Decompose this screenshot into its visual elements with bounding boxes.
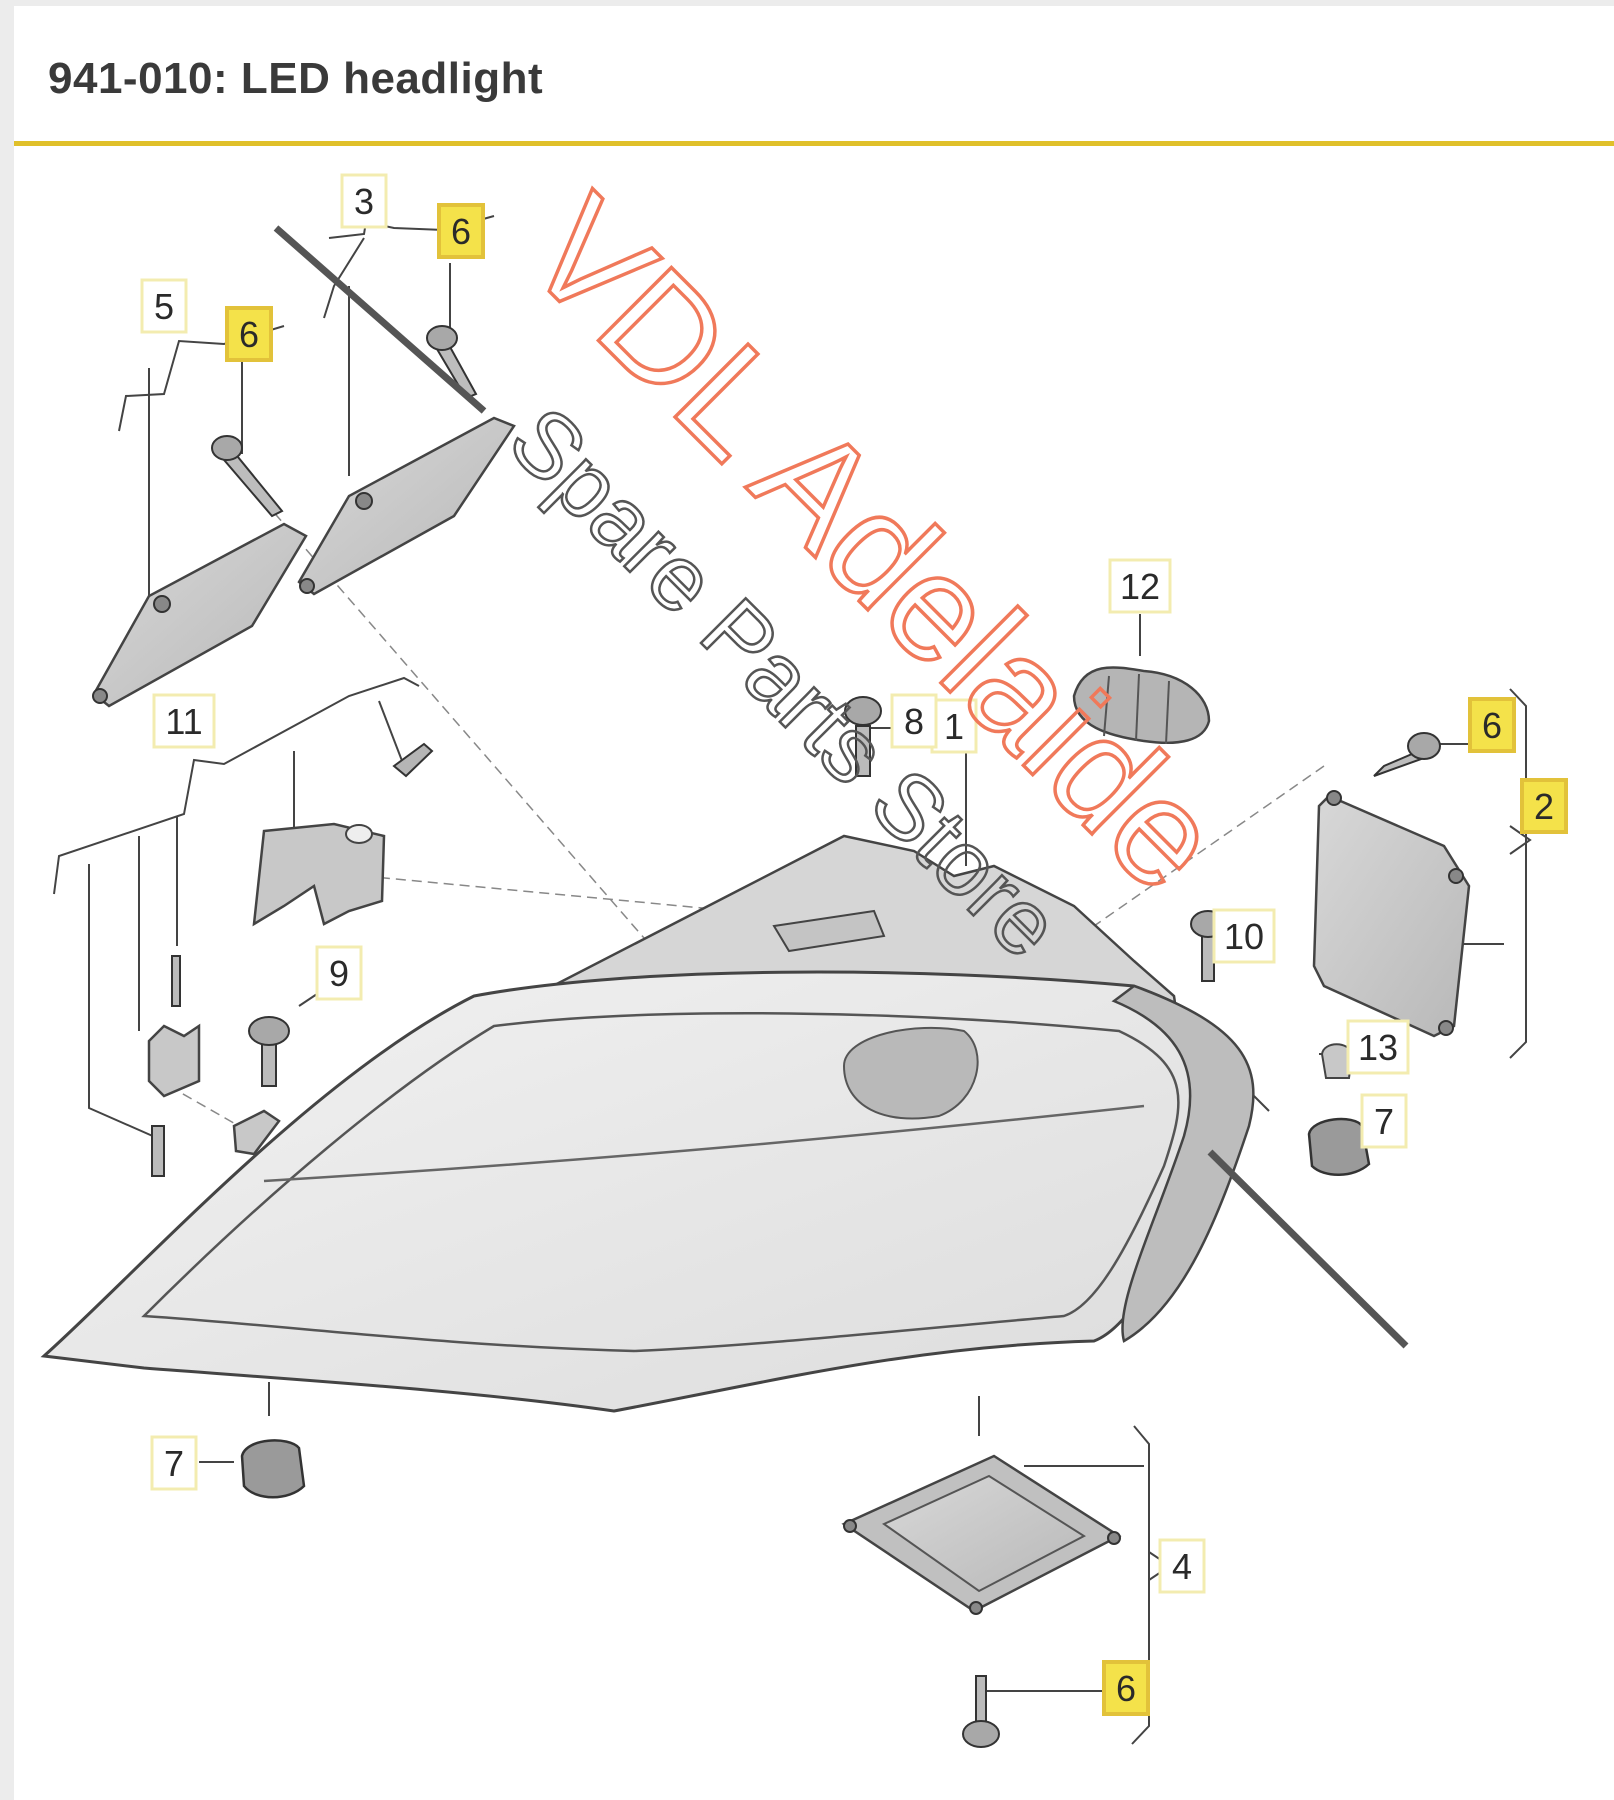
callout-c6c: 6 — [1468, 697, 1516, 753]
callout-c12: 12 — [1108, 558, 1172, 614]
callout-number: 6 — [1482, 705, 1502, 746]
callout-number: 3 — [354, 181, 374, 222]
callout-box — [152, 693, 216, 749]
screw-part-6-upper-left — [211, 435, 284, 518]
callout-number: 7 — [164, 1443, 184, 1484]
callout-c9: 9 — [315, 945, 363, 1001]
callout-c8: 8 — [890, 693, 938, 749]
callout-number: 7 — [1374, 1101, 1394, 1142]
callout-c13: 13 — [1346, 1019, 1410, 1075]
callout-c3: 3 — [340, 173, 388, 229]
callout-number: 5 — [154, 286, 174, 327]
led-module-part-3 — [297, 416, 516, 596]
callout-number: 2 — [1534, 786, 1554, 827]
callout-number: 11 — [165, 701, 202, 742]
callout-number: 9 — [329, 953, 349, 994]
screw-part-8 — [844, 696, 882, 777]
callout-box — [1102, 1660, 1150, 1716]
callout-number: 13 — [1358, 1027, 1398, 1068]
callout-number: 10 — [1224, 916, 1264, 957]
callout-box — [1108, 558, 1172, 614]
callout-c6b: 6 — [225, 306, 273, 362]
callout-c7a: 7 — [1360, 1093, 1408, 1149]
mount-part-7-right — [1307, 1117, 1371, 1176]
callout-c11: 11 — [152, 693, 216, 749]
callout-c6d: 6 — [1102, 1660, 1150, 1716]
callout-number: 6 — [1116, 1668, 1136, 1709]
callout-c7b: 7 — [150, 1435, 198, 1491]
screw-part-9 — [248, 1016, 290, 1087]
control-unit-part-2 — [1312, 790, 1471, 1038]
connector-part-12 — [1072, 666, 1211, 745]
callout-box — [340, 173, 388, 229]
screw-part-6-right — [1373, 732, 1441, 777]
mount-part-7-left — [240, 1439, 306, 1499]
screw-part-6-bottom — [962, 1675, 1000, 1748]
callout-box — [1468, 697, 1516, 753]
callout-box — [1520, 778, 1568, 834]
callout-number: 6 — [451, 211, 471, 252]
callout-box — [140, 278, 188, 334]
callout-number: 1 — [944, 706, 964, 747]
bracket-part-11 — [147, 742, 434, 1177]
callout-c5: 5 — [140, 278, 188, 334]
callout-box — [1346, 1019, 1410, 1075]
callout-c4: 4 — [1158, 1538, 1206, 1594]
headlight-housing — [40, 834, 1255, 1413]
screw-part-6-upper-right — [426, 325, 478, 400]
callout-box — [150, 1435, 198, 1491]
callout-box — [437, 203, 485, 259]
callout-box — [1360, 1093, 1408, 1149]
callout-box — [890, 693, 938, 749]
callout-c10: 10 — [1212, 908, 1276, 964]
control-unit-part-4 — [841, 1454, 1122, 1615]
callout-number: 4 — [1172, 1546, 1192, 1587]
callout-box — [1212, 908, 1276, 964]
callout-c2: 2 — [1520, 778, 1568, 834]
page-title: 941-010: LED headlight — [48, 54, 544, 103]
callout-box — [1158, 1538, 1206, 1594]
callout-number: 12 — [1120, 566, 1160, 607]
callout-number: 6 — [239, 314, 259, 355]
header: 941-010: LED headlight — [14, 6, 1614, 146]
callout-box — [225, 306, 273, 362]
callout-box — [315, 945, 363, 1001]
callout-c6a: 6 — [437, 203, 485, 259]
led-module-part-5 — [92, 522, 308, 708]
diagram-panel: 941-010: LED headlight — [14, 6, 1614, 1800]
callout-number: 8 — [904, 701, 924, 742]
